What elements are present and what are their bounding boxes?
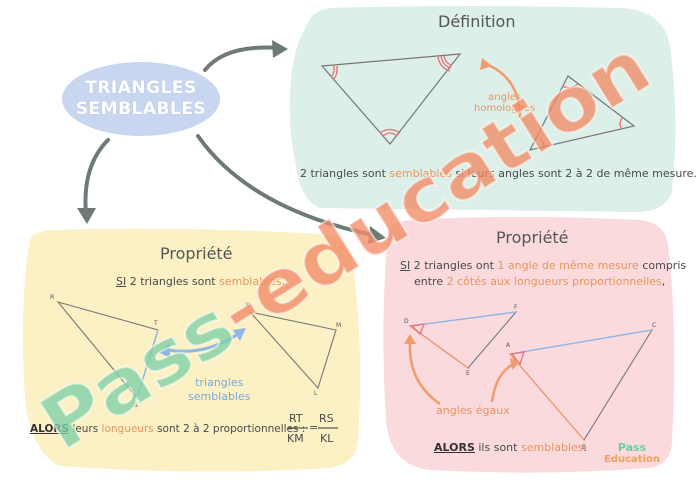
right-triangle-ACB — [508, 329, 654, 441]
left-triangle-RTS — [56, 300, 159, 400]
right-property-result: ALORS ils sont semblables. — [434, 441, 587, 454]
arrow-to-right-property — [196, 134, 380, 238]
label-A: A — [506, 342, 511, 349]
label-K: K — [246, 302, 250, 309]
arrow-to-definition-head — [272, 40, 288, 58]
label-E: E — [466, 370, 470, 377]
homologous-angles-arrow-head — [480, 58, 492, 70]
similar-triangles-arrow-head-right — [233, 328, 246, 341]
left-property-heading: Propriété — [160, 244, 233, 263]
label-R: R — [50, 294, 55, 301]
pass-education-logo: Pass Education — [604, 442, 660, 466]
left-triangle-KML — [248, 311, 337, 390]
definition-heading: Définition — [438, 12, 516, 31]
arrow-to-left-property-head — [77, 208, 96, 224]
right-property-condition-line2: entre 2 côtés aux longueurs proportionne… — [414, 275, 666, 288]
arrow-to-definition — [203, 45, 282, 72]
label-D: D — [404, 318, 409, 325]
fraction-2-denominator: KL — [320, 432, 334, 445]
label-S: S — [134, 402, 138, 409]
right-triangle-DFE — [408, 311, 518, 369]
left-property-condition: SI 2 triangles sont semblables, — [116, 275, 286, 288]
similar-triangles-label: triangles semblables — [188, 376, 251, 403]
scene — [22, 6, 676, 473]
equals-sign: = — [309, 421, 319, 434]
arrow-to-right-property-head — [368, 226, 386, 244]
right-property-condition-line1: SI 2 triangles ont 1 angle de même mesur… — [400, 259, 687, 272]
label-B: B — [582, 444, 587, 451]
definition-panel — [289, 6, 676, 212]
fraction-1-denominator: KM — [287, 432, 304, 445]
definition-triangle-2 — [528, 75, 636, 151]
right-property-heading: Propriété — [496, 228, 569, 247]
homologous-angles-label-line2: homologues — [474, 103, 536, 114]
label-L: L — [314, 390, 318, 397]
right-property-panel — [383, 217, 675, 473]
main-title-bubble: TRIANGLES SEMBLABLES — [62, 62, 220, 136]
main-title-line1: TRIANGLES — [85, 78, 197, 98]
equal-angles-arrow-left — [408, 341, 441, 406]
label-T: T — [154, 320, 158, 327]
homologous-angles-arrow — [485, 62, 522, 119]
logo-line2: Education — [604, 454, 660, 465]
homologous-angles-label-line1: angles — [488, 92, 522, 103]
similar-triangles-arrow-head-left — [158, 343, 170, 358]
equal-angles-arrow-right — [490, 362, 515, 403]
similar-triangles-arrow — [166, 332, 240, 353]
arrow-to-left-property — [83, 138, 110, 216]
definition-text: 2 triangles sont semblables si leurs ang… — [300, 167, 697, 180]
label-F: F — [514, 304, 518, 311]
main-title-line2: SEMBLABLES — [75, 99, 207, 119]
equal-angles-arrow-left-head — [404, 334, 416, 344]
left-property-result: ALORS leurs longueurs sont 2 à 2 proport… — [30, 423, 306, 435]
equal-angles-label: angles égaux — [436, 404, 510, 417]
homologous-angles-label: angles homologues — [474, 92, 535, 114]
label-C: C — [652, 322, 657, 329]
equal-angles-arrow-right-head — [510, 358, 520, 370]
logo-line1: Pass — [617, 441, 647, 454]
definition-triangle-1 — [320, 53, 462, 145]
fraction-1-numerator: RT — [289, 412, 303, 425]
fraction-2-numerator: RS — [319, 412, 334, 425]
label-M: M — [336, 322, 342, 329]
